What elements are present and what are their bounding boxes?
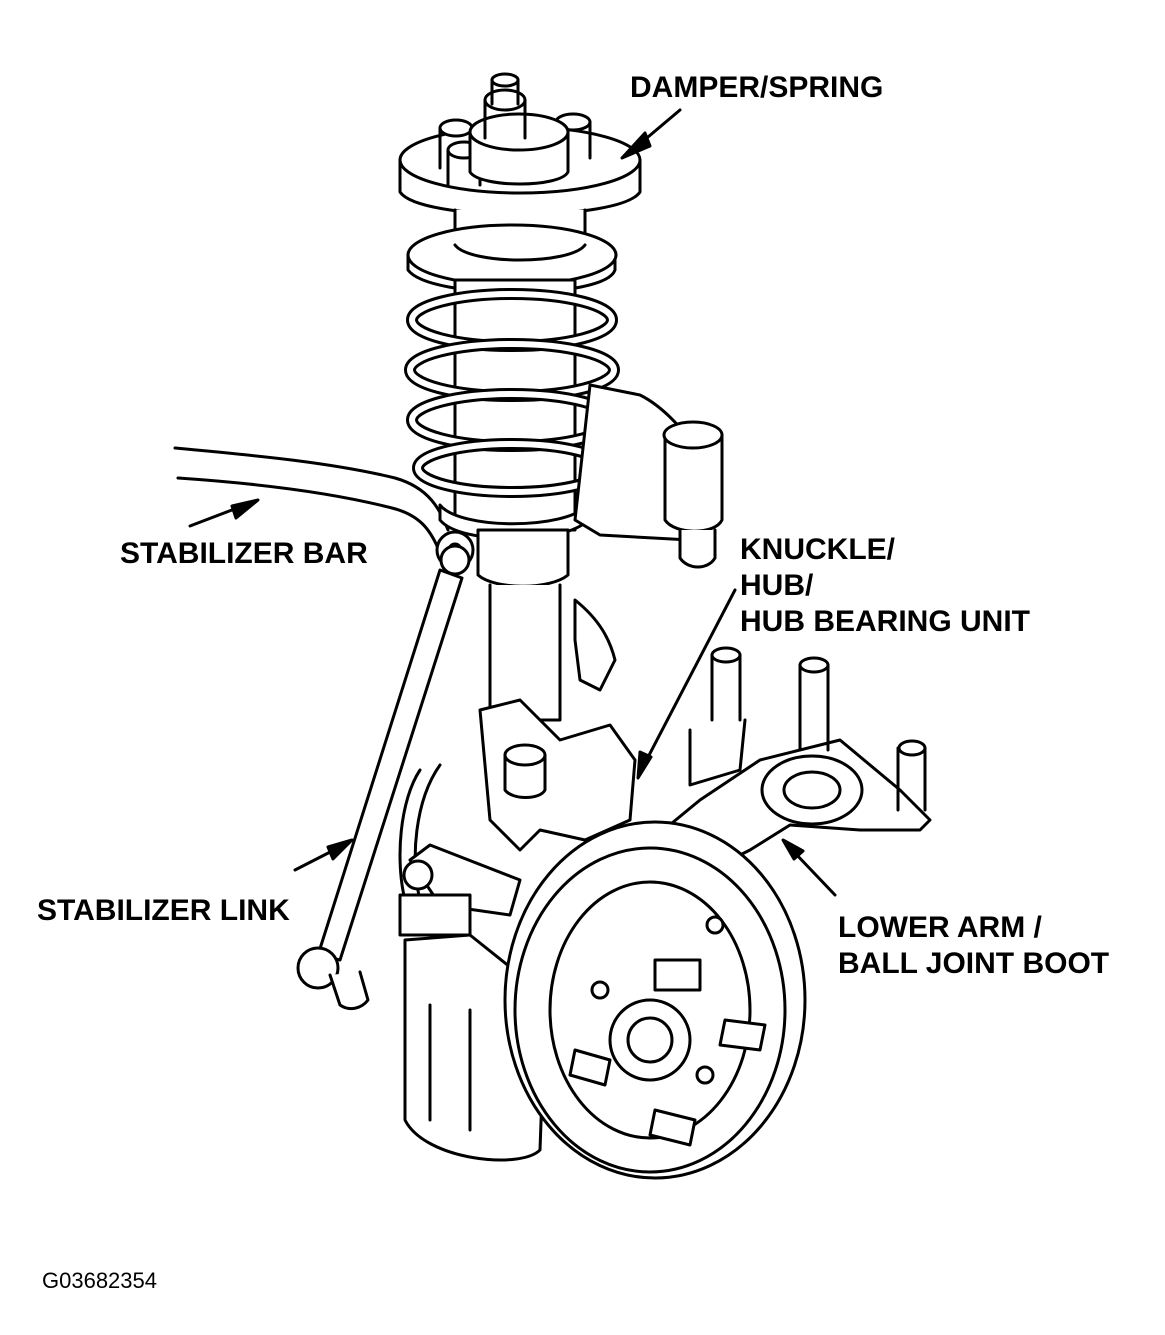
label-knuckle-line-1: KNUCKLE/ [740,533,895,566]
label-knuckle-line-3: HUB BEARING UNIT [740,605,1030,638]
spring-seat-drawing [406,208,618,294]
upper-mount-drawing [398,72,642,216]
label-stabilizer-link: STABILIZER LINK [37,894,290,927]
knuckle-drawing [398,698,637,902]
label-lower-arm-line-1: LOWER ARM / [838,911,1042,944]
leader-arrows [188,108,837,897]
stabilizer-bar-drawing [173,446,450,550]
stabilizer-link-drawing [296,544,471,1011]
brake-disc-drawing [503,820,807,1180]
label-damper-spring: DAMPER/SPRING [630,71,884,104]
label-stabilizer-bar: STABILIZER BAR [120,537,368,570]
label-lower-arm: LOWER ARM / BALL JOINT BOOT [838,910,1109,982]
label-knuckle-line-2: HUB/ [740,569,814,602]
coil-spring-drawing [404,278,620,541]
figure-code: G03682354 [42,1268,157,1293]
upper-bracket-drawing [573,383,724,569]
label-lower-arm-line-2: BALL JOINT BOOT [838,947,1110,980]
label-knuckle-hub: KNUCKLE/ HUB/ HUB BEARING UNIT [740,532,1030,640]
